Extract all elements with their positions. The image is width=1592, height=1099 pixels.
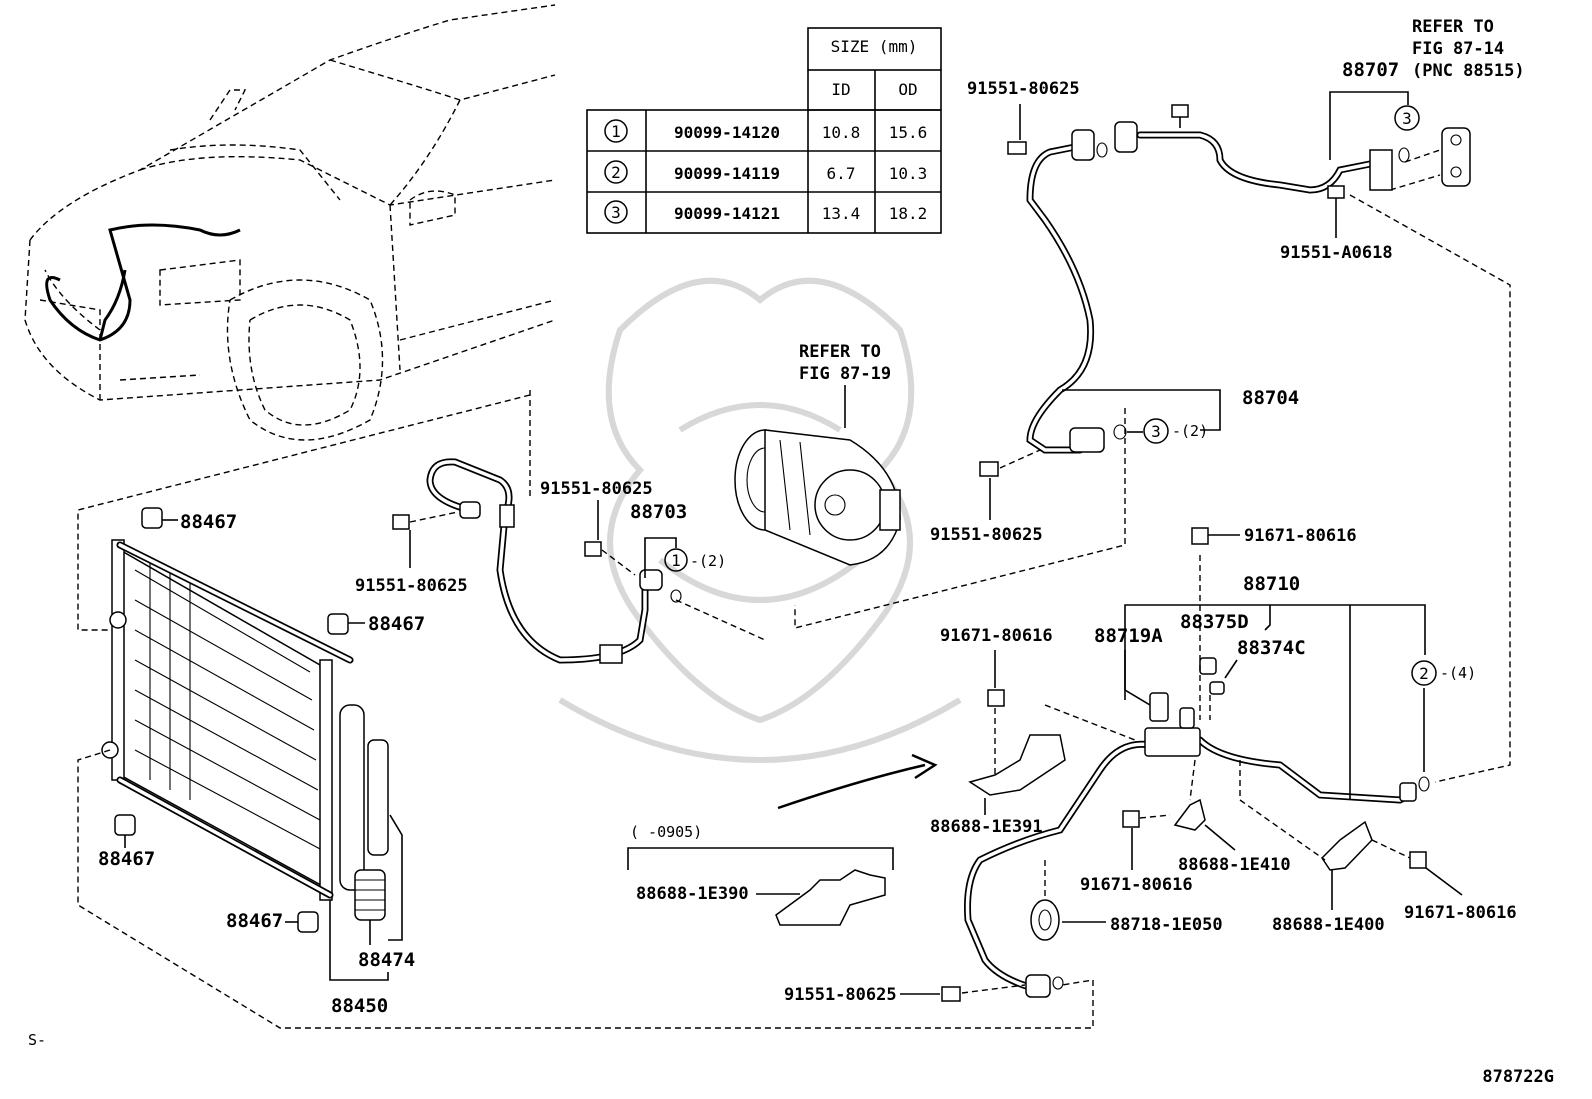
receiver-dryer — [339, 704, 365, 891]
table-row-part: 90099-14119 — [674, 164, 780, 183]
part-label-88707: 88707 — [1342, 59, 1399, 81]
part-label-91551-80625: 91551-80625 — [967, 79, 1080, 99]
table-row-ref: 2 — [611, 163, 621, 182]
pressure-switch-block — [1144, 727, 1201, 757]
refer-to-label: REFER TO — [799, 342, 881, 362]
part-label-91671-80616: 91671-80616 — [1080, 875, 1193, 895]
expansion-valve — [1441, 127, 1471, 187]
table-row-part: 90099-14121 — [674, 204, 780, 223]
pipe-88707-group: REFER TO FIG 87-14 (PNC 88515) 88707 3 9… — [967, 17, 1525, 783]
part-label-91551-80625: 91551-80625 — [355, 576, 468, 596]
bolt — [987, 689, 1005, 707]
part-label-88703: 88703 — [630, 501, 687, 523]
part-label-91671-80616: 91671-80616 — [1244, 526, 1357, 546]
size-table: SIZE (mm) ID OD 1 90099-14120 10.8 15.6 … — [586, 27, 942, 234]
part-label-88467: 88467 — [226, 910, 283, 932]
part-label-91671-80616: 91671-80616 — [940, 626, 1053, 646]
refer-pnc-label: (PNC 88515) — [1412, 61, 1525, 81]
bushing — [114, 814, 136, 836]
part-label-88688-1E410: 88688-1E410 — [1178, 855, 1291, 875]
part-label-88688-1E391: 88688-1E391 — [930, 817, 1043, 837]
pipe-88710-group: 88710 88719A 88375D 88374C 2 -(4) 91671-… — [784, 526, 1517, 1005]
part-label-88710: 88710 — [1243, 573, 1300, 595]
part-label-88374C: 88374C — [1237, 637, 1306, 659]
refer-to-label: REFER TO — [1412, 17, 1494, 37]
pipe-88704-group: 88704 3 -(2) 91551-80625 — [794, 121, 1299, 629]
bolt — [941, 986, 961, 1002]
part-label-88467: 88467 — [180, 511, 237, 533]
compressor-group: REFER TO FIG 87-19 — [734, 342, 901, 566]
table-row-id: 6.7 — [827, 164, 856, 183]
part-label-88474: 88474 — [358, 949, 415, 971]
part-label-88718-1E050: 88718-1E050 — [1110, 915, 1223, 935]
circle-ref-3: 3 — [1151, 422, 1161, 441]
clamp — [1030, 899, 1060, 941]
part-label-91551-A0618: 91551-A0618 — [1280, 243, 1393, 263]
circle-ref-3: 3 — [1402, 109, 1412, 128]
filter — [354, 869, 386, 921]
part-label-88688-1E400: 88688-1E400 — [1272, 915, 1385, 935]
part-label-88375D: 88375D — [1180, 611, 1249, 633]
bushing — [297, 911, 319, 933]
part-label-91551-80625: 91551-80625 — [930, 525, 1043, 545]
id-header: ID — [831, 80, 850, 99]
bolt — [1122, 810, 1140, 828]
circle-ref-2: 2 — [1419, 664, 1429, 683]
part-label-88704: 88704 — [1242, 387, 1299, 409]
table-row-od: 10.3 — [889, 164, 928, 183]
part-label-88688-1E390: 88688-1E390 — [636, 884, 749, 904]
part-label-91671-80616: 91671-80616 — [1404, 903, 1517, 923]
quantity-label: -(2) — [1172, 422, 1208, 440]
condenser-group: 88467 88467 88467 88467 88474 88450 — [77, 507, 1094, 1029]
figure-code: 878722G — [1482, 1067, 1554, 1087]
bushing — [141, 507, 163, 529]
circle-ref-1: 1 — [671, 551, 681, 570]
part-label-91551-80625: 91551-80625 — [784, 985, 897, 1005]
table-row-od: 15.6 — [889, 123, 928, 142]
bracket-1E390-group: ( -0905) 88688-1E390 — [627, 753, 938, 926]
quantity-label: -(4) — [1440, 664, 1476, 682]
bolt — [392, 514, 410, 530]
part-label-88467: 88467 — [98, 848, 155, 870]
part-label-88719A: 88719A — [1094, 625, 1163, 647]
bolt — [1191, 527, 1209, 545]
car-illustration — [24, 4, 556, 441]
table-row-id: 13.4 — [822, 204, 861, 223]
table-row-ref: 1 — [611, 122, 621, 141]
od-header: OD — [898, 80, 917, 99]
quantity-label: -(2) — [690, 552, 726, 570]
table-row-ref: 3 — [611, 203, 621, 222]
bolt — [1007, 141, 1027, 155]
table-row-id: 10.8 — [822, 123, 861, 142]
corner-code: S- — [28, 1031, 46, 1049]
bolt — [584, 541, 602, 557]
refer-fig-label: FIG 87-19 — [799, 364, 891, 384]
table-row-od: 18.2 — [889, 204, 928, 223]
part-label-88467: 88467 — [368, 613, 425, 635]
watermark — [558, 277, 962, 763]
part-label-88450: 88450 — [331, 995, 388, 1017]
bolt — [1409, 851, 1427, 869]
size-header: SIZE (mm) — [831, 37, 918, 56]
bushing — [327, 613, 349, 635]
table-row-part: 90099-14120 — [674, 123, 780, 142]
date-range-label: ( -0905) — [630, 823, 702, 841]
part-label-91551-80625: 91551-80625 — [540, 479, 653, 499]
pipe-88703-group: 88703 1 -(2) 91551-80625 91551-80625 — [77, 390, 766, 664]
refer-fig-label: FIG 87-14 — [1412, 39, 1504, 59]
bolt — [979, 461, 999, 477]
